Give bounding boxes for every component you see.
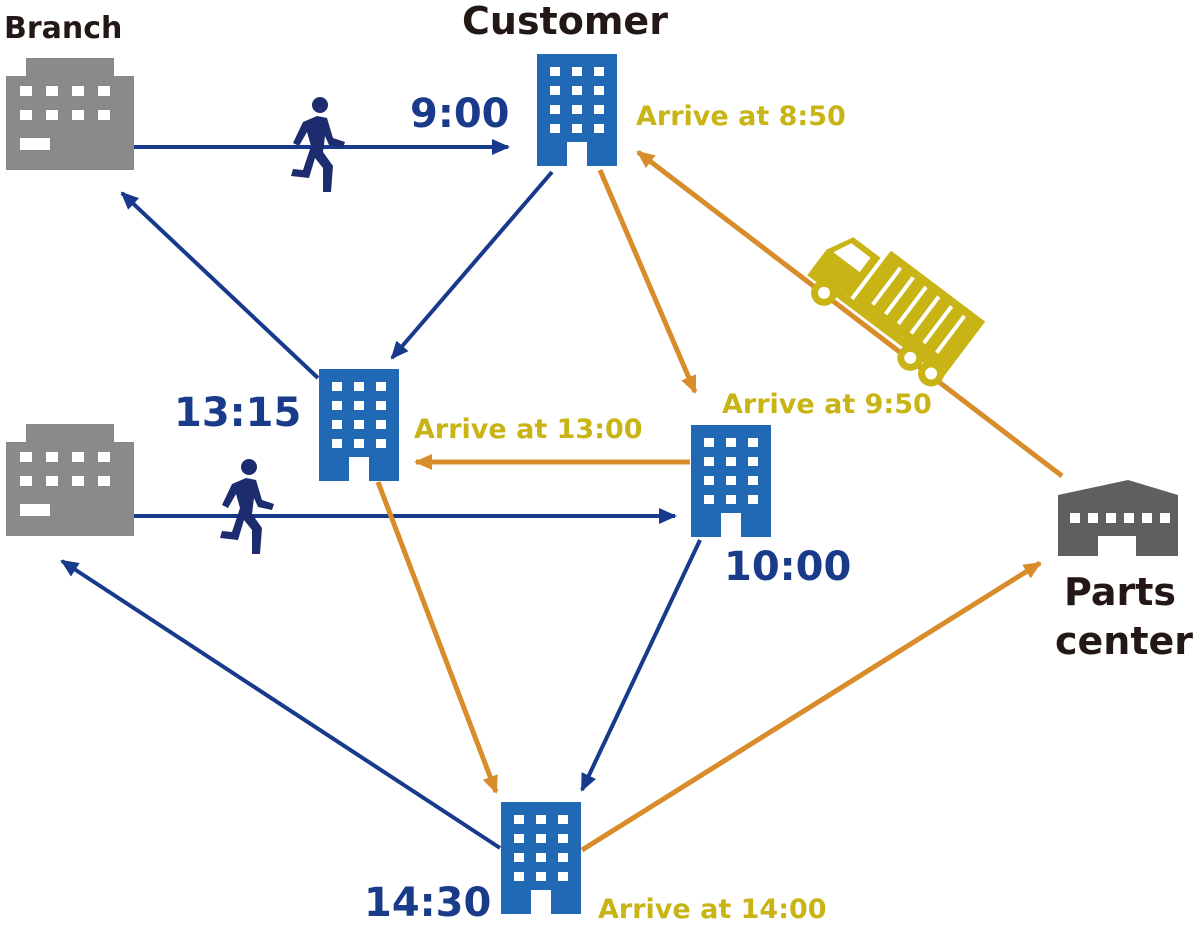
customer-building-1315 xyxy=(319,369,399,481)
walking-person-icon xyxy=(291,97,345,192)
parts-1315-to-1430 xyxy=(375,481,499,794)
parts-routes xyxy=(375,150,1064,853)
parts-9am-to-10am xyxy=(597,169,698,394)
visit-time-1000: 10:00 xyxy=(724,544,851,590)
route-9am-to-1315 xyxy=(390,170,554,360)
customer-label: Customer xyxy=(462,0,668,43)
branch-building-top xyxy=(6,58,134,170)
parts-center-label-line2: center xyxy=(1055,619,1193,663)
branch-label: Branch xyxy=(4,11,122,46)
route-10am-to-1430 xyxy=(580,539,702,792)
branch-building-bottom xyxy=(6,424,134,536)
route-1315-to-branch xyxy=(120,191,320,380)
warehouse-icon xyxy=(1058,480,1178,556)
walking-person-icon xyxy=(220,459,274,554)
parts-1430-to-parts-center xyxy=(580,560,1042,853)
visit-time-1315: 13:15 xyxy=(174,390,301,436)
route-1430-to-branch2 xyxy=(60,559,502,850)
parts-center-to-9am xyxy=(636,150,1064,478)
engineer-routes xyxy=(60,139,702,850)
customer-building-10am xyxy=(691,425,771,537)
visit-time-1430: 14:30 xyxy=(364,880,491,926)
arrival-time-0950: Arrive at 9:50 xyxy=(722,389,932,420)
arrival-time-1300: Arrive at 13:00 xyxy=(414,414,643,445)
parts-center-label-line1: Parts xyxy=(1064,570,1176,614)
customer-building-9am xyxy=(537,54,617,166)
arrival-time-1400: Arrive at 14:00 xyxy=(598,894,827,925)
customer-building-1430 xyxy=(501,802,581,914)
arrival-time-0850: Arrive at 8:50 xyxy=(636,101,846,132)
visit-time-0900: 9:00 xyxy=(410,91,510,137)
delivery-truck-icon xyxy=(807,237,986,387)
